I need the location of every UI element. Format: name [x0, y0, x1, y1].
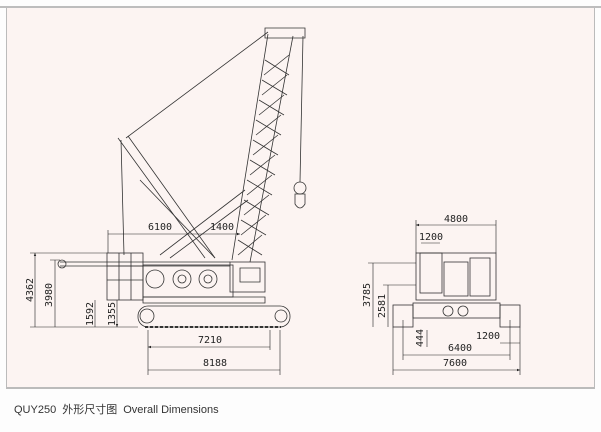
dim-7600: 7600	[443, 358, 467, 369]
crawler-track	[137, 305, 291, 328]
mast	[117, 135, 216, 259]
dim-6400: 6400	[448, 343, 472, 354]
dim-4362: 4362	[25, 278, 36, 302]
hook-block	[293, 181, 307, 195]
dim-7210: 7210	[198, 335, 222, 346]
caption-model: QUY250	[14, 404, 57, 416]
dim-8188: 8188	[203, 358, 227, 369]
dim-2581: 2581	[377, 294, 388, 318]
dim-444: 444	[415, 329, 426, 347]
dim-1355: 1355	[107, 302, 118, 326]
dim-1400: 1400	[210, 222, 234, 233]
dimension-labels: 4362 3980 1592 1355 7210 8188 6100 1400 …	[25, 214, 500, 369]
caption-title-en: Overall Dimensions	[123, 404, 219, 416]
dim-1200-top: 1200	[419, 232, 443, 243]
dim-1200-bottom: 1200	[476, 331, 500, 342]
counterweight	[106, 252, 144, 301]
figure-caption: QUY250 外形尺寸图 Overall Dimensions	[14, 401, 225, 417]
dimension-lines	[30, 220, 520, 375]
dim-3785: 3785	[362, 283, 373, 307]
dim-4800: 4800	[444, 214, 468, 225]
dim-3980: 3980	[44, 283, 55, 307]
boom	[231, 27, 306, 263]
crane-side-view	[57, 27, 307, 328]
front-view	[392, 252, 521, 328]
caption-title-cn: 外形尺寸图	[62, 404, 118, 416]
top-divider	[0, 6, 601, 8]
dim-6100: 6100	[148, 222, 172, 233]
dim-1592: 1592	[85, 302, 96, 326]
